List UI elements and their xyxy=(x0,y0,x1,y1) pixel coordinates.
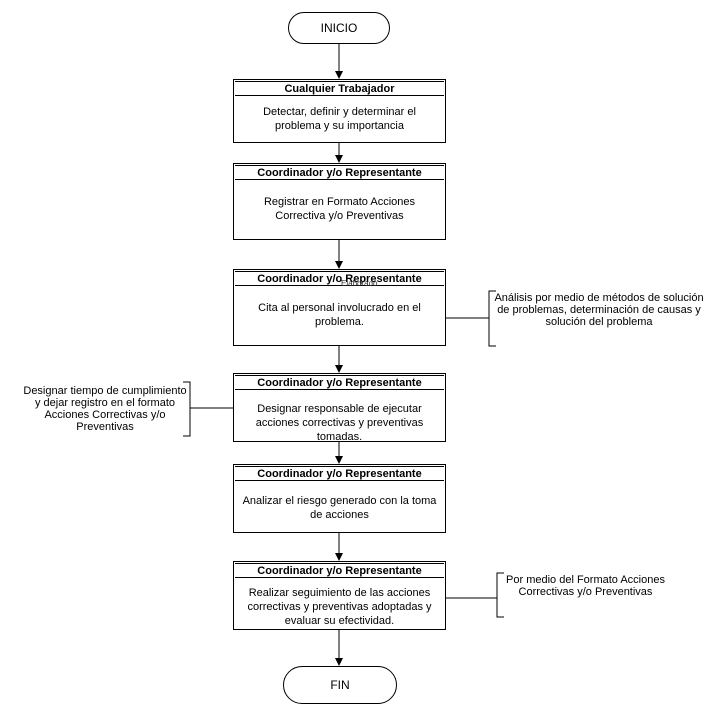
step-5: Coordinador y/o Representante Analizar e… xyxy=(233,464,446,533)
step-4: Coordinador y/o Representante Designar r… xyxy=(233,373,446,443)
step-1: Cualquier Trabajador Detectar, definir y… xyxy=(233,79,446,143)
note-format: Por medio del Formato Acciones Correctiv… xyxy=(506,574,665,598)
step-1-role: Cualquier Trabajador xyxy=(235,81,444,96)
note-bracket-format xyxy=(496,572,504,618)
step-6-text: Realizar seguimiento de las acciones cor… xyxy=(247,587,432,627)
step-6-role: Coordinador y/o Representante xyxy=(235,563,444,578)
step-2-text: Registrar en Formato Acciones Correctiva… xyxy=(263,196,415,222)
step-4-role: Coordinador y/o Representante xyxy=(235,375,444,390)
step-3-role: Coordinador y/o Representante xyxy=(235,271,444,286)
note-bracket-deadline xyxy=(183,381,191,437)
step-5-role: Coordinador y/o Representante xyxy=(235,466,444,481)
step-3-text: Cita al personal involucrado en el probl… xyxy=(258,302,421,328)
note-bracket-analysis xyxy=(488,290,496,347)
step-5-text: Analizar el riesgo generado con la toma … xyxy=(242,495,437,521)
step-6: Coordinador y/o Representante Realizar s… xyxy=(233,561,446,630)
step-1-text: Detectar, definir y determinar el proble… xyxy=(263,106,416,132)
end-terminal: FIN xyxy=(283,666,397,704)
step-3: Coordinador y/o Representante Cita al pe… xyxy=(233,269,446,346)
stray-label: Elaborado xyxy=(341,279,378,288)
step-2-role: Coordinador y/o Representante xyxy=(235,165,444,180)
start-terminal: INICIO xyxy=(288,12,390,44)
end-label: FIN xyxy=(330,678,350,692)
step-2: Coordinador y/o Representante Registrar … xyxy=(233,163,446,240)
note-deadline: Designar tiempo de cumplimiento y dejar … xyxy=(23,385,187,433)
note-analysis: Análisis por medio de métodos de solució… xyxy=(494,292,704,328)
step-4-text: Designar responsable de ejecutar accione… xyxy=(255,403,424,443)
start-label: INICIO xyxy=(320,21,358,35)
